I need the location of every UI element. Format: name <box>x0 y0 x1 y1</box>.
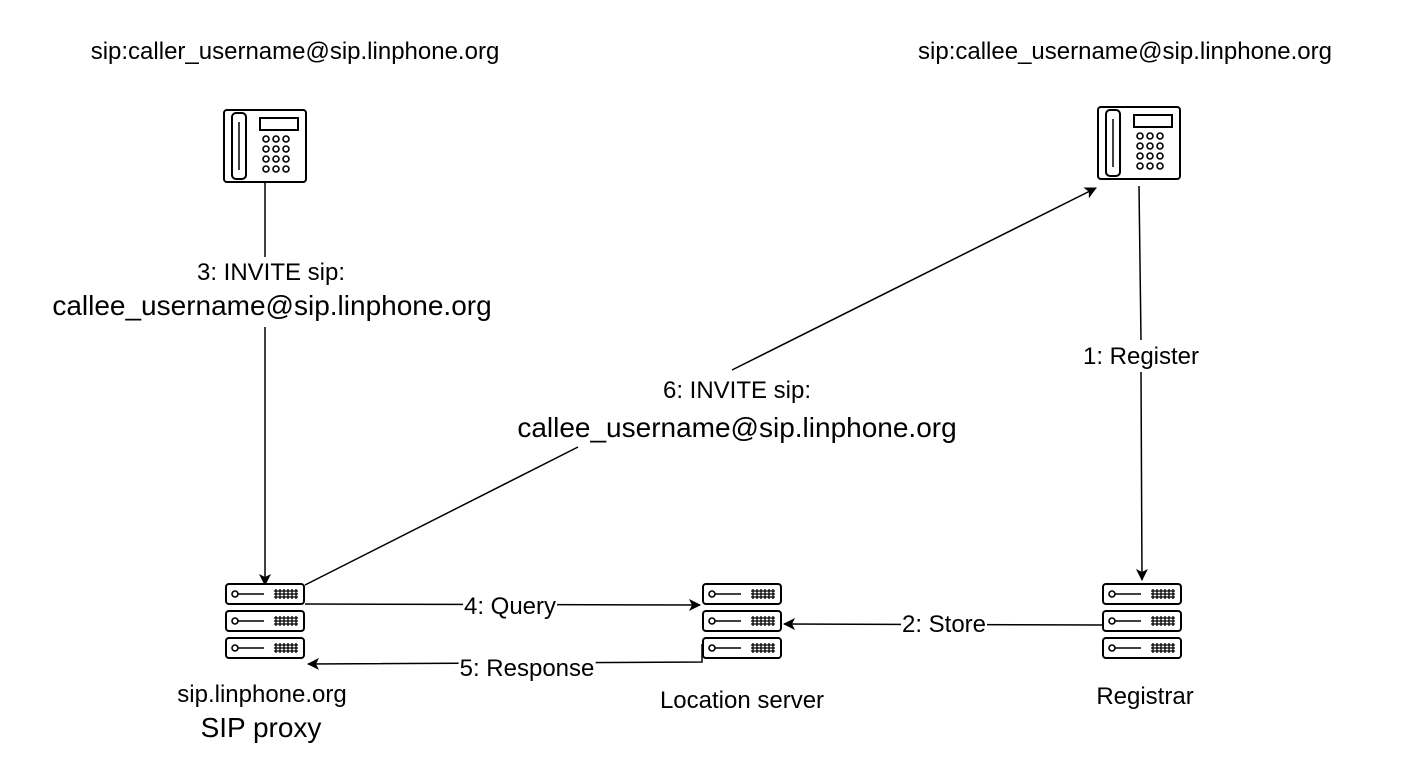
sip-proxy-server-icon <box>226 584 304 658</box>
proxy-domain-label: sip.linphone.org <box>177 681 347 708</box>
invite-callee-label-line2: callee_username@sip.linphone.org <box>516 412 958 443</box>
location-server-icon <box>703 584 781 658</box>
response-arrow <box>307 644 703 670</box>
callee-uri-label: sip:callee_username@sip.linphone.org <box>918 38 1332 65</box>
callee-phone-icon <box>1097 106 1181 180</box>
registrar-server-icon <box>1103 584 1181 658</box>
caller-uri-label: sip:caller_username@sip.linphone.org <box>90 38 500 65</box>
register-arrow <box>1135 371 1148 581</box>
invite-caller-label-line1: 3: INVITE sip: <box>195 259 347 286</box>
proxy-role-label: SIP proxy <box>200 712 322 743</box>
store-label: 2: Store <box>900 611 988 638</box>
register-label: 1: Register <box>1081 343 1201 370</box>
invite-callee-connector-bottom <box>304 446 579 586</box>
caller-phone-icon <box>223 109 307 183</box>
registrar-label: Registrar <box>1096 683 1194 710</box>
register-connector-top <box>1138 185 1142 341</box>
invite-caller-label-line2: callee_username@sip.linphone.org <box>51 290 493 321</box>
invite-callee-label-line1: 6: INVITE sip: <box>661 377 813 404</box>
query-label: 4: Query <box>462 593 558 620</box>
location-server-label: Location server <box>659 687 825 714</box>
invite-callee-arrow <box>731 187 1097 371</box>
response-label: 5: Response <box>458 655 596 682</box>
